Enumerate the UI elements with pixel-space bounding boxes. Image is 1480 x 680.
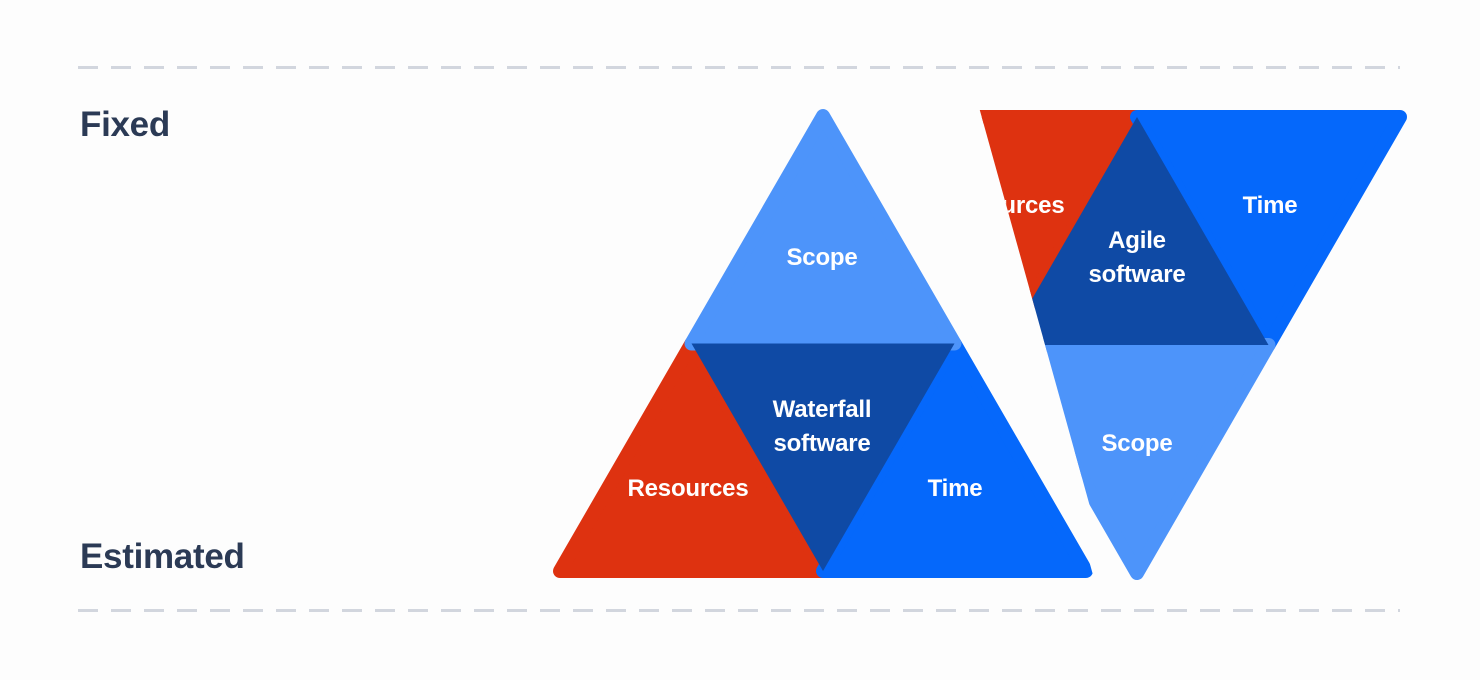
fixed-axis-rule (78, 66, 1400, 69)
waterfall-center-label-line1: Waterfall (773, 396, 872, 423)
waterfall-segment-center[interactable] (691, 343, 955, 572)
agile-center-label-line1: Agile (1108, 227, 1166, 254)
waterfall-segment-scope[interactable] (684, 109, 962, 351)
waterfall-scope-label: Scope (786, 244, 857, 271)
agile-time-label: Time (1243, 192, 1298, 219)
agile-scope-label: Scope (1101, 430, 1172, 457)
agile-resources-label: Resources (944, 192, 1065, 219)
waterfall-center-label-line2: software (773, 430, 870, 457)
waterfall-time-label: Time (928, 475, 983, 502)
triangle-waterfall[interactable]: Scope Waterfall software Resources Time (553, 109, 1093, 578)
axis-label-fixed: Fixed (80, 105, 170, 144)
waterfall-resources-label: Resources (628, 475, 749, 502)
agile-center-label-line2: software (1088, 261, 1185, 288)
estimated-axis-rule (78, 609, 1400, 612)
agile-segment-center[interactable] (1005, 117, 1269, 345)
axis-label-estimated: Estimated (80, 537, 245, 576)
